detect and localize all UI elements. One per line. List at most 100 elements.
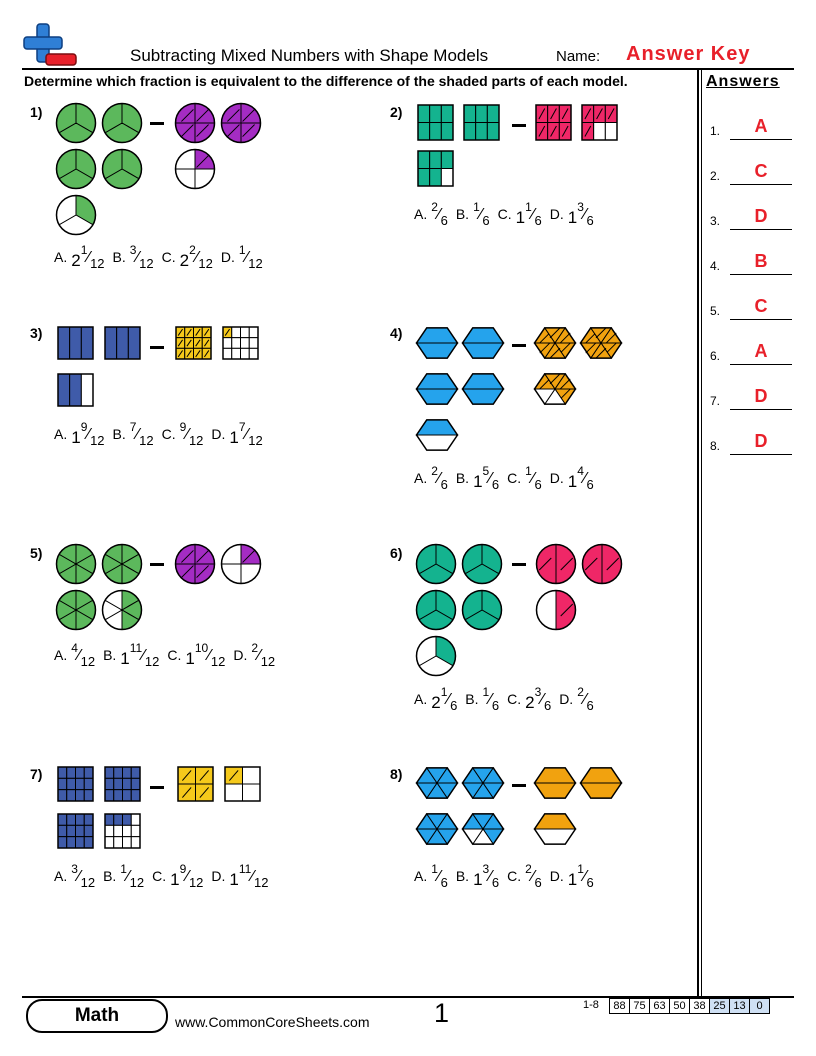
subtrahend-shape-model bbox=[533, 767, 577, 799]
answer-row: 4. B bbox=[710, 245, 794, 275]
answer-choice[interactable]: C.11⁄6 bbox=[498, 200, 542, 228]
denominator: 6 bbox=[440, 213, 448, 228]
answer-choice[interactable]: A.21⁄6 bbox=[414, 685, 457, 713]
answer-choice[interactable]: B.1⁄12 bbox=[103, 862, 144, 890]
answer-choice[interactable]: D.2⁄6 bbox=[559, 685, 594, 713]
answer-choice[interactable]: B.1⁄6 bbox=[456, 200, 490, 228]
answer-choice[interactable]: B.111⁄12 bbox=[103, 641, 159, 669]
denominator: 6 bbox=[534, 875, 542, 890]
answer-choice[interactable]: C.9⁄12 bbox=[162, 420, 204, 448]
answer-choice[interactable]: D.1⁄12 bbox=[221, 243, 263, 271]
problem-number: 2) bbox=[390, 104, 403, 120]
minus-sign bbox=[512, 784, 526, 787]
answer-choice[interactable]: B.7⁄12 bbox=[113, 420, 154, 448]
page-number: 1 bbox=[434, 998, 450, 1028]
minuend-shape-model bbox=[57, 326, 94, 360]
choice-letter: A. bbox=[414, 206, 428, 222]
answer-choice[interactable]: C.22⁄12 bbox=[162, 243, 213, 271]
denominator: 12 bbox=[129, 875, 145, 890]
score-cell: 50 bbox=[669, 998, 690, 1014]
name-label: Name: bbox=[556, 48, 601, 65]
subject-badge: Math bbox=[26, 999, 168, 1033]
answer-choice[interactable]: B.13⁄6 bbox=[456, 862, 499, 890]
minuend-shape-model bbox=[104, 766, 141, 802]
numerator: 1 bbox=[80, 243, 88, 257]
whole-number: 1 bbox=[515, 208, 526, 227]
answer-line bbox=[730, 364, 792, 365]
answer-line bbox=[730, 274, 792, 275]
numerator: 1 bbox=[473, 200, 480, 214]
answer-number: 4. bbox=[710, 259, 721, 273]
answer-choice[interactable]: D.14⁄6 bbox=[550, 464, 594, 492]
numerator: 2 bbox=[525, 862, 532, 876]
answer-number: 2. bbox=[710, 169, 721, 183]
answer-line bbox=[730, 409, 792, 410]
answer-choice[interactable]: A.2⁄6 bbox=[414, 200, 448, 228]
fraction-slash: ⁄ bbox=[142, 647, 145, 664]
answer-choice[interactable]: D.2⁄12 bbox=[233, 641, 275, 669]
numerator: 9 bbox=[179, 862, 187, 876]
answer-number: 8. bbox=[710, 439, 721, 453]
answer-choice[interactable]: C.1⁄6 bbox=[507, 464, 542, 492]
denominator: 12 bbox=[80, 654, 96, 669]
answer-choice[interactable]: C.19⁄12 bbox=[152, 862, 203, 890]
score-cell: 75 bbox=[629, 998, 650, 1014]
answer-line bbox=[730, 229, 792, 230]
denominator: 12 bbox=[254, 875, 269, 890]
answer-choice[interactable]: C.110⁄12 bbox=[167, 641, 225, 669]
answer-choice[interactable]: A.19⁄12 bbox=[54, 420, 105, 448]
answer-choice[interactable]: D.17⁄12 bbox=[211, 420, 262, 448]
answer-choice[interactable]: B.15⁄6 bbox=[456, 464, 499, 492]
subtrahend-shape-model bbox=[220, 543, 262, 585]
numerator: 3 bbox=[482, 862, 490, 876]
answer-choice[interactable]: D.111⁄12 bbox=[211, 862, 268, 890]
fraction-slash: ⁄ bbox=[583, 868, 587, 885]
answer-choice[interactable]: C.23⁄6 bbox=[507, 685, 551, 713]
answer-row: 6.A bbox=[710, 335, 794, 365]
minuend-shape-model bbox=[461, 543, 503, 585]
answer-choice[interactable]: B.3⁄12 bbox=[113, 243, 154, 271]
answer-choice[interactable]: A.1⁄6 bbox=[414, 862, 448, 890]
choice-letter: A. bbox=[54, 868, 68, 884]
denominator: 6 bbox=[586, 213, 594, 228]
fraction-slash: ⁄ bbox=[87, 426, 91, 443]
answer-choice[interactable]: A.4⁄12 bbox=[54, 641, 95, 669]
minuend-shape-model bbox=[415, 635, 457, 677]
website-link[interactable]: www.CommonCoreSheets.com bbox=[175, 1014, 370, 1030]
answer-choice[interactable]: C.2⁄6 bbox=[507, 862, 542, 890]
choice-letter: B. bbox=[455, 868, 470, 884]
denominator: 6 bbox=[450, 698, 458, 713]
instructions: Determine which fraction is equivalent t… bbox=[24, 73, 628, 89]
answer-choice[interactable]: D.11⁄6 bbox=[550, 862, 594, 890]
answer-choice[interactable]: A.3⁄12 bbox=[54, 862, 95, 890]
score-cell: 38 bbox=[689, 998, 710, 1014]
answer-number: 6. bbox=[710, 349, 721, 363]
answer-choices: A.2⁄6 B.1⁄6 C.11⁄6 D.13⁄6 bbox=[414, 200, 602, 228]
choice-letter: A. bbox=[414, 868, 428, 884]
denominator: 12 bbox=[210, 654, 226, 669]
minuend-shape-model bbox=[101, 102, 143, 144]
numerator: 1 bbox=[120, 862, 127, 876]
whole-number: 1 bbox=[185, 649, 195, 668]
minuend-shape-model bbox=[57, 373, 94, 407]
minuend-shape-model bbox=[104, 326, 141, 360]
page-title: Subtracting Mixed Numbers with Shape Mod… bbox=[130, 46, 489, 65]
answer-value: B bbox=[754, 251, 768, 271]
minus-sign bbox=[150, 786, 164, 789]
answer-number: 7. bbox=[710, 394, 721, 408]
fraction-slash: ⁄ bbox=[437, 868, 441, 885]
fraction-slash: ⁄ bbox=[531, 470, 535, 487]
answer-choice[interactable]: D.13⁄6 bbox=[550, 200, 594, 228]
fraction-slash: ⁄ bbox=[186, 868, 189, 885]
answer-choice[interactable]: B.1⁄6 bbox=[465, 685, 499, 713]
minuend-shape-model bbox=[415, 543, 457, 585]
choice-letter: D. bbox=[220, 249, 235, 265]
numerator: 2 bbox=[577, 685, 584, 699]
whole-number: 1 bbox=[170, 870, 180, 889]
answer-choice[interactable]: A.2⁄6 bbox=[414, 464, 448, 492]
answer-choice[interactable]: A.21⁄12 bbox=[54, 243, 105, 271]
numerator: 3 bbox=[71, 862, 78, 876]
problem-number: 4) bbox=[390, 325, 403, 341]
minuend-shape-model bbox=[57, 766, 94, 802]
denominator: 6 bbox=[586, 477, 594, 492]
